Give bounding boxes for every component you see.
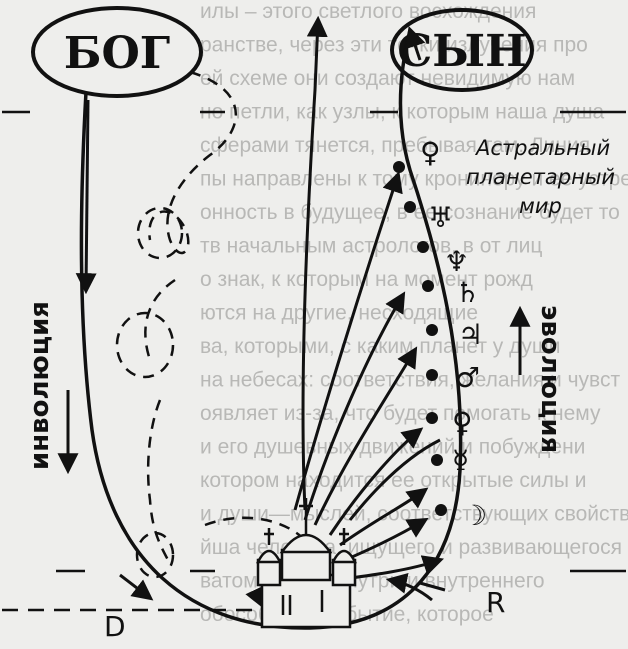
- planet-dot: [431, 454, 443, 466]
- background-text-line: ей схеме они создают невидимую нам: [200, 67, 575, 90]
- god-oval: БОГ: [31, 6, 203, 98]
- planet-dot: [404, 201, 416, 213]
- background-text-line: ются на другие, несходящие: [200, 302, 478, 325]
- involution-label: инволюция: [25, 301, 55, 470]
- uranus-icon: ♅: [428, 201, 453, 234]
- background-text-line: о знак, к которым на момент рожд: [200, 268, 533, 291]
- astral-line-3: мир: [519, 194, 562, 218]
- venus-icon: ♀: [452, 406, 473, 439]
- planet-dots: [393, 161, 447, 516]
- saturn-icon: ♄: [455, 276, 480, 309]
- planet-dot: [435, 504, 447, 516]
- astral-line-1: Астральный: [474, 136, 610, 160]
- neptune-icon: ♆: [444, 245, 469, 278]
- astral-world-label: Астральный планетарный мир: [466, 136, 615, 218]
- background-text-line: тв начальным астрологов, в от лиц: [200, 235, 542, 258]
- venus-top-icon: ♀: [420, 136, 441, 169]
- moon-icon: ☽: [462, 499, 487, 532]
- planet-dot: [426, 412, 438, 424]
- mercury-icon: ☿: [452, 444, 469, 477]
- planet-dot: [393, 161, 405, 173]
- background-text-line: и его душевных движений и побуждени: [200, 436, 585, 459]
- r-label: R: [486, 586, 505, 619]
- planet-dot: [426, 324, 438, 336]
- planet-symbols: ♀ ♅ ♆ ♄ ♃ ♂ ♀ ☿ ☽: [420, 136, 487, 532]
- evolution-label: эволюция: [535, 305, 565, 453]
- mars-icon: ♂: [455, 361, 480, 394]
- horizontal-rules: [2, 110, 626, 612]
- background-text-line: илы – этого светлого восхождения: [200, 0, 536, 23]
- church-arrow-up: [301, 15, 328, 511]
- d-label: D: [104, 610, 126, 643]
- background-text-line: и души—мыслей, соответствующих свойств: [200, 503, 628, 526]
- background-text-line: сферами тянется, пребывая там. Линия: [200, 134, 590, 157]
- right-arrows: [385, 305, 531, 602]
- involution-dashed-loops: [115, 70, 306, 579]
- background-text-line: ва, которыми, с каким планет у души: [200, 335, 560, 358]
- background-text-line: оявляет из-за, что будет помогать к нему: [200, 402, 601, 425]
- god-label: БОГ: [64, 28, 170, 79]
- planet-dot: [417, 241, 429, 253]
- planet-dot: [422, 280, 434, 292]
- background-text-line: котором находится ее открытые силы и: [200, 469, 587, 492]
- main-u-curve: [79, 29, 463, 630]
- astral-line-2: планетарный: [466, 165, 615, 189]
- jupiter-icon: ♃: [458, 318, 483, 351]
- church-icon: [255, 498, 358, 629]
- background-text-line: на небесах: соответствия, желания и чувс…: [200, 369, 620, 392]
- planet-dot: [426, 369, 438, 381]
